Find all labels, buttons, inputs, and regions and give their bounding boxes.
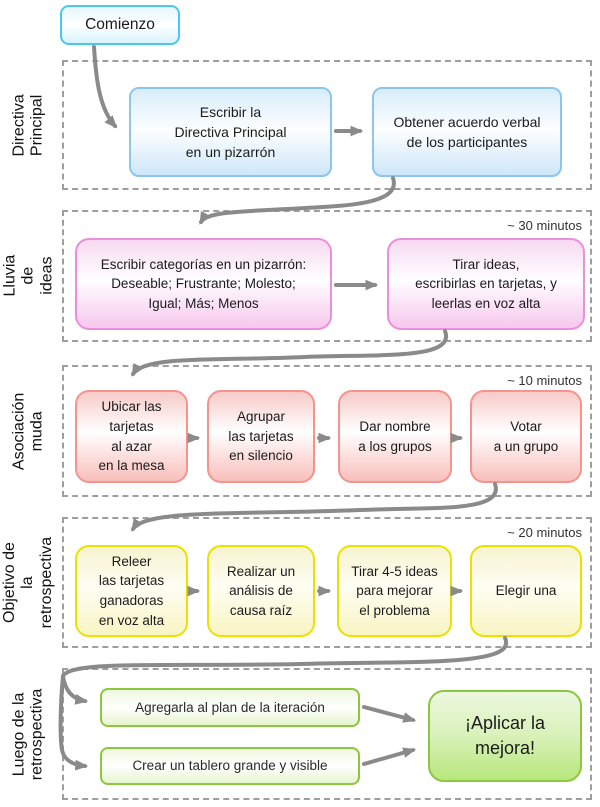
flow-box-elegir-una: Elegir una xyxy=(470,545,582,637)
flow-box-obtener-acuerdo: Obtener acuerdo verbal de los participan… xyxy=(372,87,562,177)
flow-box-ubicar-tarjetas: Ubicar las tarjetas al azar en la mesa xyxy=(75,390,188,483)
time-label-objetivo: ~ 20 minutos xyxy=(507,525,582,540)
flow-box-agregarla-plan: Agregarla al plan de la iteración xyxy=(100,688,360,727)
start-node: Comienzo xyxy=(60,5,180,45)
section-label-asociacion-muda: Asociación muda xyxy=(10,392,46,470)
flow-box-tirar-ideas: Tirar ideas, escribirlas en tarjetas, y … xyxy=(387,238,585,330)
section-label-directiva-principal: Directiva Principal xyxy=(10,93,47,157)
flow-box-escribir-categorias: Escribir categorías en un pizarrón: Dese… xyxy=(75,238,332,330)
flow-box-dar-nombre: Dar nombre a los grupos xyxy=(338,390,452,483)
time-label-lluvia: ~ 30 minutos xyxy=(507,218,582,233)
section-label-luego-retrospectiva: Luego de la retrospectiva xyxy=(10,688,46,780)
flow-box-releer-tarjetas: Releer las tarjetas ganadoras en voz alt… xyxy=(75,545,188,637)
flow-box-agrupar-tarjetas: Agrupar las tarjetas en silencio xyxy=(207,390,315,483)
flow-box-analisis-causa-raiz: Realizar un análisis de causa raíz xyxy=(207,545,315,637)
start-node-label: Comienzo xyxy=(85,16,155,33)
section-label-lluvia-de-ideas: Lluvia de ideas xyxy=(1,255,56,297)
time-label-asociacion: ~ 10 minutos xyxy=(507,373,582,388)
section-label-objetivo-retrospectiva: Objetivo de la retrospectiva xyxy=(1,536,56,629)
flow-box-tirar-4-5-ideas: Tirar 4-5 ideas para mejorar el problema xyxy=(337,545,452,637)
flow-box-escribir-directiva: Escribir la Directiva Principal en un pi… xyxy=(129,87,332,177)
flow-box-aplicar-mejora: ¡Aplicar la mejora! xyxy=(428,690,582,782)
flow-box-crear-tablero: Crear un tablero grande y visible xyxy=(100,747,360,785)
flow-box-votar-grupo: Votar a un grupo xyxy=(470,390,582,483)
